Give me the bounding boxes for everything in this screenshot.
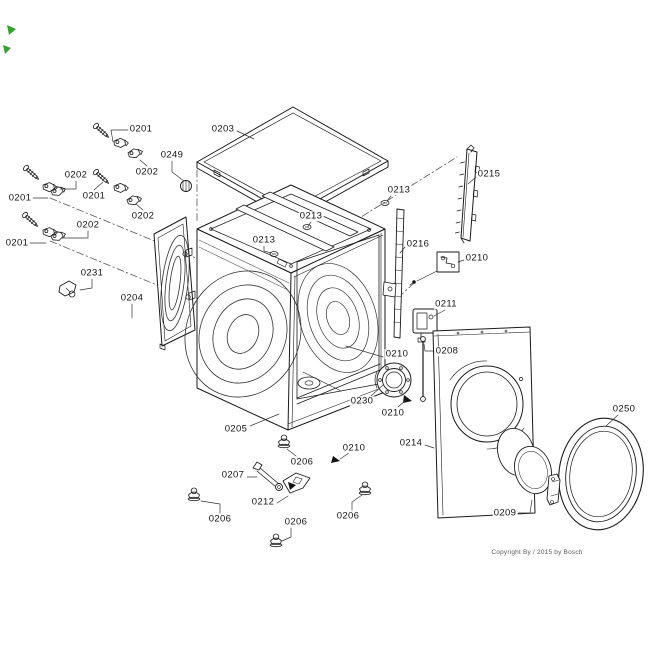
bearing-ring-0230 bbox=[374, 362, 412, 398]
label-leader-lines bbox=[29, 129, 619, 542]
nut-0249 bbox=[180, 180, 192, 192]
part-label-0210-fastener-clip: 0210 bbox=[380, 407, 406, 419]
part-label-0211-door-lock: 0211 bbox=[434, 298, 458, 310]
part-label-0203-top-panel: 0203 bbox=[210, 123, 236, 135]
trim-strip-0216 bbox=[382, 208, 405, 339]
part-label-0231-sensor-plug: 0231 bbox=[79, 267, 105, 279]
part-label-0206-foot: 0206 bbox=[289, 456, 315, 468]
part-label-0210-fastener-clip: 0210 bbox=[384, 348, 410, 360]
part-label-0206-foot: 0206 bbox=[207, 513, 233, 525]
rear-panel-0204 bbox=[153, 216, 196, 351]
part-label-0201-screw: 0201 bbox=[4, 237, 30, 249]
part-label-0208-rod: 0208 bbox=[434, 345, 460, 357]
rail-0215 bbox=[455, 144, 480, 244]
part-label-0213-cap: 0213 bbox=[386, 184, 412, 196]
part-label-0207-wrench: 0207 bbox=[220, 469, 246, 481]
fastener-clip-0210 bbox=[409, 251, 460, 286]
wrench-0207 bbox=[252, 461, 283, 491]
part-label-0210-fastener-clip: 0210 bbox=[464, 252, 490, 264]
cabinet-housing-0205 bbox=[184, 184, 386, 431]
part-label-0202-hinge-bracket: 0202 bbox=[63, 169, 89, 181]
rod-0208 bbox=[420, 336, 426, 402]
part-label-0202-hinge-bracket: 0202 bbox=[134, 166, 160, 178]
door-ring-0250 bbox=[546, 417, 644, 531]
part-label-0249-nut: 0249 bbox=[159, 149, 185, 161]
part-label-0201-screw: 0201 bbox=[7, 192, 33, 204]
part-label-0212-bracket-plate: 0212 bbox=[250, 496, 276, 508]
part-label-0206-foot: 0206 bbox=[335, 510, 361, 522]
part-label-0202-hinge-bracket: 0202 bbox=[130, 210, 156, 222]
glass-discs-0209 bbox=[497, 427, 552, 495]
part-label-0230-bearing-ring: 0230 bbox=[349, 395, 375, 407]
part-label-0204-rear-panel: 0204 bbox=[119, 292, 145, 304]
part-label-0215-rail: 0215 bbox=[476, 168, 502, 180]
part-label-0213-cap: 0213 bbox=[251, 234, 277, 246]
green-corner-marks bbox=[3, 25, 16, 54]
part-label-0209-glass-disc: 0209 bbox=[492, 507, 518, 519]
part-label-0210-fastener-clip: 0210 bbox=[341, 442, 367, 454]
part-label-0216-trim-strip: 0216 bbox=[405, 238, 431, 250]
part-label-0202-hinge-bracket: 0202 bbox=[75, 219, 101, 231]
part-label-0201-screw: 0201 bbox=[128, 123, 154, 135]
bracket-plate-0212 bbox=[282, 472, 311, 494]
part-label-0205-cabinet-housing: 0205 bbox=[223, 423, 249, 435]
sensor-plug-0231 bbox=[58, 280, 77, 298]
part-label-0214-front-panel: 0214 bbox=[398, 437, 424, 449]
part-label-0213-cap: 0213 bbox=[298, 210, 324, 222]
copyright-text: Copyright By / 2015 by Bosch bbox=[491, 548, 583, 556]
part-label-0201-screw: 0201 bbox=[81, 190, 107, 202]
part-label-0250-door-ring: 0250 bbox=[611, 403, 637, 415]
part-label-0206-foot: 0206 bbox=[283, 516, 309, 528]
